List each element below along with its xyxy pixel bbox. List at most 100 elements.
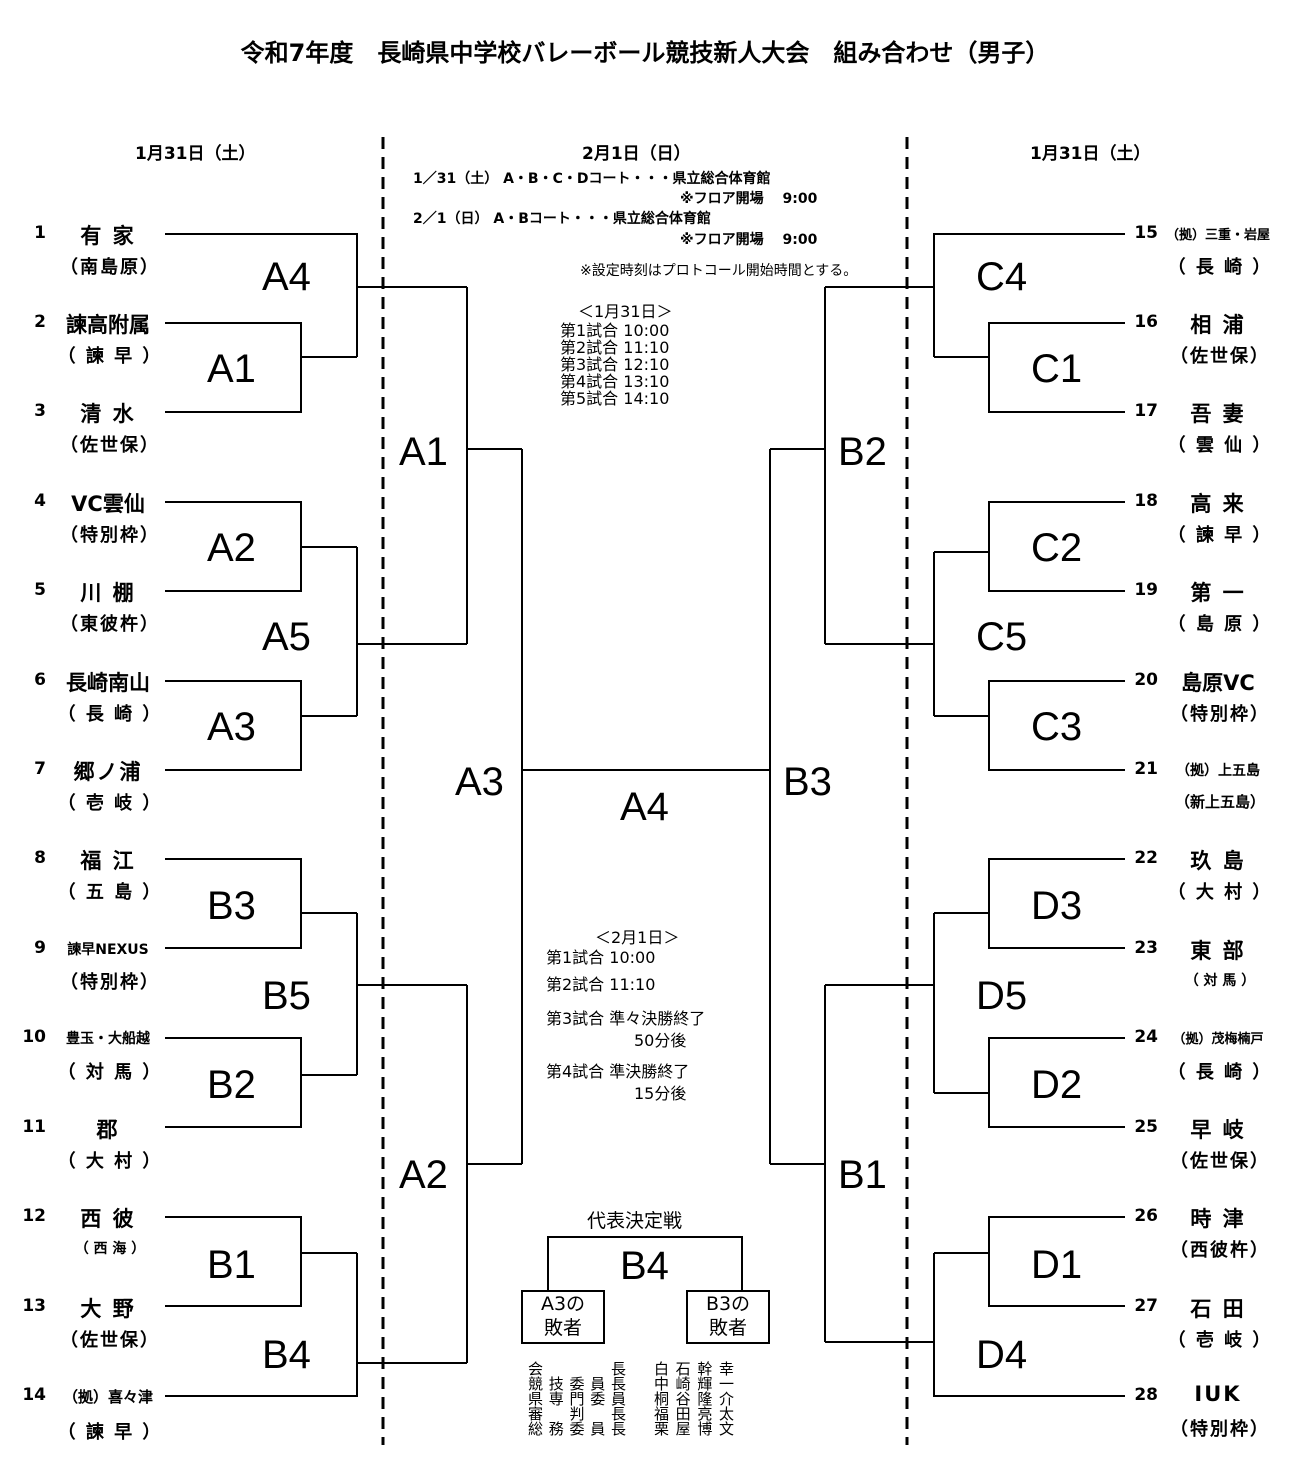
playoff-left-box: A3の 敗者 bbox=[521, 1290, 605, 1344]
match-label: B4 bbox=[262, 1333, 311, 1377]
match-label: A5 bbox=[262, 615, 311, 659]
team-number: 16 bbox=[1134, 312, 1158, 332]
line-right-r1-d1 bbox=[934, 1216, 1125, 1307]
match-label: C5 bbox=[976, 615, 1028, 659]
line-left-r2-b4 bbox=[165, 1253, 467, 1397]
playoff-right-line2: 敗者 bbox=[708, 1317, 747, 1339]
team-city: （ 大 村 ） bbox=[57, 1151, 163, 1172]
line-right-r1-c2 bbox=[934, 501, 1125, 592]
match-label: C4 bbox=[976, 255, 1028, 299]
playoff-left-line2: 敗者 bbox=[543, 1317, 582, 1339]
team-number: 17 bbox=[1134, 401, 1158, 421]
official-role: 会長 bbox=[528, 1360, 626, 1378]
match-label: B1 bbox=[838, 1153, 887, 1197]
team-number: 26 bbox=[1134, 1206, 1158, 1226]
line-left-r3-a1 bbox=[466, 287, 522, 644]
team-number: 22 bbox=[1134, 848, 1158, 868]
venue-line-1: 1／31（土） A・B・C・Dコート・・・県立総合体育館 bbox=[413, 171, 771, 187]
line-left-r1-a1 bbox=[165, 322, 357, 413]
team-city: （ 諫 早 ） bbox=[1167, 525, 1273, 546]
team-name: 相 浦 bbox=[1190, 313, 1246, 337]
line-left-r1-b1 bbox=[165, 1216, 357, 1307]
match-label: A4 bbox=[262, 255, 311, 299]
match-label: B2 bbox=[838, 430, 887, 474]
match-label: C3 bbox=[1031, 705, 1083, 749]
match-label: A1 bbox=[207, 347, 256, 391]
line-right-r1-c3 bbox=[934, 680, 1125, 771]
team-number: 27 bbox=[1134, 1296, 1158, 1316]
team-number: 15 bbox=[1134, 223, 1158, 243]
schedule-day2-row: 15分後 bbox=[634, 1084, 687, 1103]
schedule-day1-header: ＜1月31日＞ bbox=[578, 302, 673, 321]
team-city: （特別枠） bbox=[60, 525, 160, 546]
match-label: A2 bbox=[399, 1153, 448, 1197]
team-city: （新上五島） bbox=[1174, 793, 1265, 811]
team-name: 早 岐 bbox=[1190, 1118, 1246, 1142]
team-city: （南島原） bbox=[60, 257, 160, 278]
team-number: 14 bbox=[22, 1385, 46, 1405]
line-right-r2-c5 bbox=[825, 552, 935, 716]
team-name: 清 水 bbox=[80, 402, 136, 426]
line-left-r1-a3 bbox=[165, 680, 357, 771]
team-city: （ 雲 仙 ） bbox=[1167, 435, 1273, 456]
team-name: 諫高附属 bbox=[66, 313, 150, 337]
line-right-r1-d2 bbox=[934, 1037, 1125, 1128]
official-row: 審判長 福田亮太 bbox=[528, 1407, 734, 1422]
team-name: 川 棚 bbox=[80, 581, 136, 605]
schedule-day1-row: 第3試合 12:10 bbox=[560, 355, 670, 374]
day-label-center: 2月1日（日） bbox=[582, 144, 691, 164]
team-number: 1 bbox=[34, 223, 46, 243]
team-name: 第 一 bbox=[1190, 581, 1246, 605]
match-label: D5 bbox=[976, 974, 1028, 1018]
team-city: （ 対 馬 ） bbox=[1184, 973, 1256, 989]
team-name: 吾 妻 bbox=[1190, 402, 1246, 426]
team-number: 13 bbox=[22, 1296, 46, 1316]
team-number: 21 bbox=[1134, 759, 1158, 779]
team-name: 長崎南山 bbox=[66, 671, 150, 695]
team-name: （拠）三重・岩屋 bbox=[1165, 228, 1270, 243]
team-city: （西彼杵） bbox=[1170, 1240, 1270, 1261]
schedule-day2-header: ＜2月1日＞ bbox=[595, 928, 680, 947]
team-city: （ 島 原 ） bbox=[1167, 614, 1273, 635]
line-left-r2-b5 bbox=[356, 913, 467, 1075]
official-role: 県専門委員 bbox=[528, 1390, 626, 1408]
team-name: 郡 bbox=[96, 1118, 120, 1142]
team-city: （特別枠） bbox=[60, 972, 160, 993]
venue-line-2: ※フロア開場 9:00 bbox=[680, 191, 818, 207]
playoff-right-box: B3の 敗者 bbox=[686, 1290, 770, 1344]
team-city: （佐世保） bbox=[60, 435, 160, 456]
schedule-day2-row: 50分後 bbox=[634, 1031, 687, 1050]
line-left-r1-b3 bbox=[165, 858, 357, 949]
official-name: 中崎輝一 bbox=[654, 1375, 734, 1393]
final-match-label: A4 bbox=[620, 785, 669, 829]
line-right-r2-d5 bbox=[825, 913, 935, 1093]
match-label: C1 bbox=[1031, 347, 1083, 391]
match-label: C2 bbox=[1031, 526, 1083, 570]
playoff-right-line1: B3の bbox=[705, 1293, 751, 1315]
venue-line-4: ※フロア開場 9:00 bbox=[680, 232, 818, 248]
schedule-day1-row: 第4試合 13:10 bbox=[560, 372, 670, 391]
team-number: 24 bbox=[1134, 1027, 1158, 1047]
venue-note: ※設定時刻はプロトコール開始時間とする。 bbox=[580, 263, 858, 279]
officials-list: 会長 白石幹幸 競技委員長 中崎輝一 県専門委員 桐谷隆介 審判長 福田亮太 総… bbox=[528, 1362, 734, 1437]
match-label: B3 bbox=[783, 760, 832, 804]
line-left-r1-b2 bbox=[165, 1037, 357, 1128]
team-name: 大 野 bbox=[80, 1297, 136, 1321]
team-city: （特別枠） bbox=[1170, 1419, 1270, 1440]
team-number: 4 bbox=[34, 491, 46, 511]
team-number: 18 bbox=[1134, 491, 1158, 511]
team-city: （ 壱 岐 ） bbox=[1167, 1330, 1273, 1351]
team-number: 2 bbox=[34, 312, 46, 332]
team-number: 3 bbox=[34, 401, 46, 421]
team-name: 石 田 bbox=[1190, 1297, 1246, 1321]
official-name: 白石幹幸 bbox=[654, 1360, 734, 1378]
team-city: （佐世保） bbox=[1170, 346, 1270, 367]
team-name: 郷ノ浦 bbox=[73, 760, 143, 784]
line-left-r1-a2 bbox=[165, 501, 357, 592]
match-label: B3 bbox=[207, 884, 256, 928]
schedule-day1-row: 第5試合 14:10 bbox=[560, 389, 670, 408]
day-label-left: 1月31日（土） bbox=[135, 144, 256, 164]
match-label: A1 bbox=[399, 430, 448, 474]
